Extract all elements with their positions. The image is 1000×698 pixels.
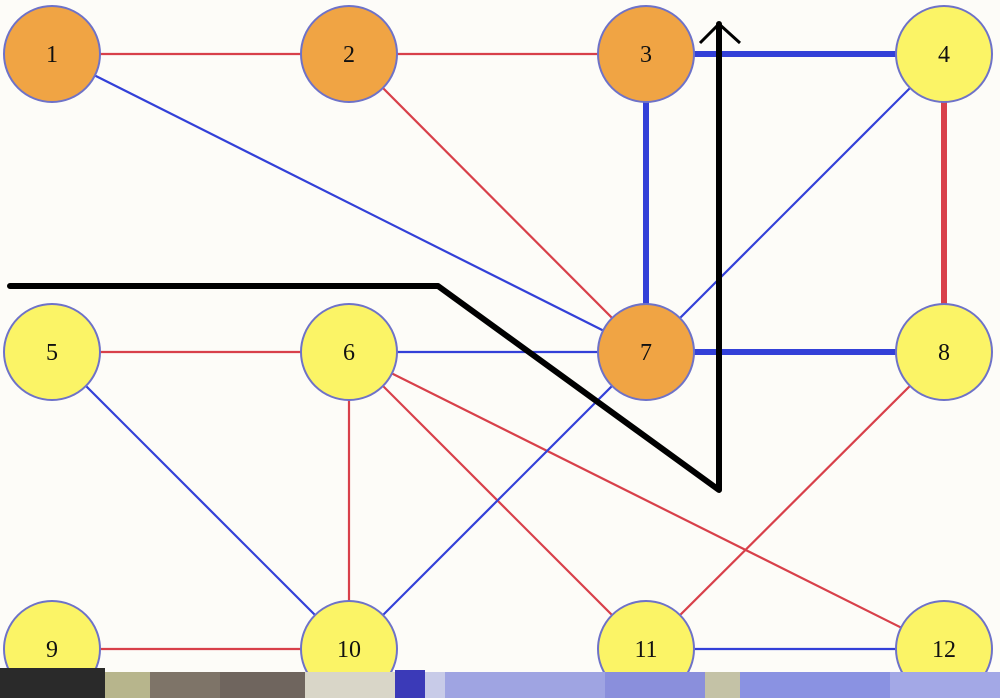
node-circle [597, 303, 695, 401]
node-2: 2 [300, 5, 398, 103]
edge-4-7 [645, 53, 945, 353]
node-6: 6 [300, 303, 398, 401]
node-8: 8 [895, 303, 993, 401]
node-1: 1 [3, 5, 101, 103]
bottom-strip [0, 668, 1000, 698]
edges-layer [51, 51, 947, 651]
node-5: 5 [3, 303, 101, 401]
node-label: 11 [634, 637, 657, 663]
strip-segment [105, 672, 150, 698]
edge-6-12 [348, 351, 945, 650]
node-label: 9 [46, 637, 58, 663]
cut-line-path [7, 21, 722, 493]
edge-5-10 [51, 351, 350, 650]
node-circle [895, 303, 993, 401]
arrow-head-icon [698, 21, 742, 45]
strip-segment [220, 672, 305, 698]
node-circle [895, 5, 993, 103]
node-circle [597, 5, 695, 103]
node-4: 4 [895, 5, 993, 103]
node-3: 3 [597, 5, 695, 103]
node-label: 8 [938, 340, 950, 366]
strip-segment [395, 670, 425, 698]
strip-segment [0, 668, 105, 698]
strip-segment [425, 672, 445, 698]
node-circle [3, 5, 101, 103]
edge-1-7 [51, 53, 647, 353]
edge-2-7 [348, 53, 647, 353]
node-label: 7 [640, 340, 652, 366]
node-circle [300, 5, 398, 103]
node-label: 12 [932, 637, 956, 663]
node-label: 2 [343, 42, 355, 68]
strip-segment [150, 672, 220, 698]
strip-segment [305, 672, 395, 698]
node-label: 1 [46, 42, 58, 68]
node-circle [3, 303, 101, 401]
strip-segment [705, 672, 740, 698]
cut-line [7, 21, 742, 493]
strip-segment [890, 672, 1000, 698]
strip-segment [740, 672, 890, 698]
edge-8-11 [645, 351, 945, 650]
node-circle [300, 303, 398, 401]
node-label: 10 [337, 637, 361, 663]
node-label: 4 [938, 42, 950, 68]
node-7: 7 [597, 303, 695, 401]
strip-segment [605, 672, 705, 698]
node-label: 6 [343, 340, 355, 366]
node-label: 5 [46, 340, 58, 366]
strip-segment [445, 672, 605, 698]
node-label: 3 [640, 42, 652, 68]
